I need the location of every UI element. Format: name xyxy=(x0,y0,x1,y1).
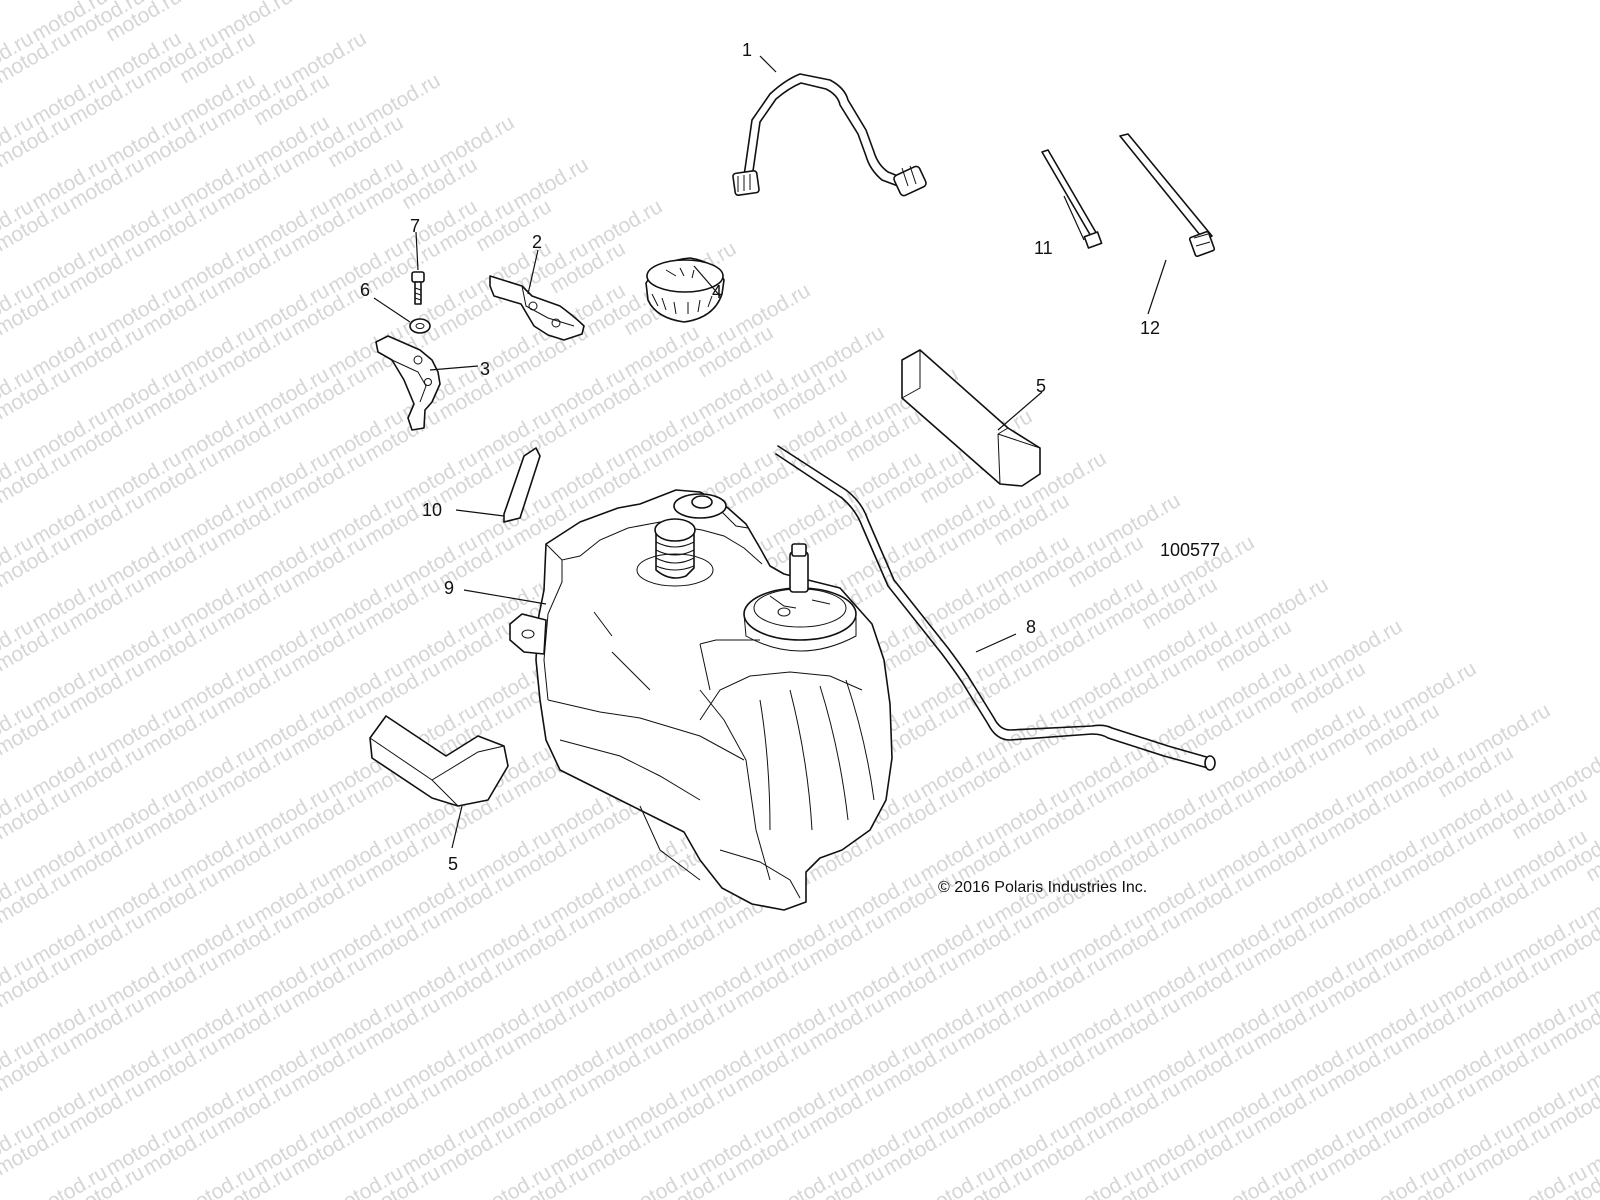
bracket-icon xyxy=(375,335,441,431)
copyright-text: © 2016 Polaris Industries Inc. xyxy=(938,879,1147,896)
fuel-line-icon xyxy=(775,445,1216,771)
fuel-cap-icon xyxy=(645,257,725,323)
foam-pad-icon xyxy=(503,447,541,523)
watermark-text: motod.ru xyxy=(361,69,444,130)
watermark-text: motod.ru xyxy=(1471,699,1554,760)
watermark-text: motod.ru xyxy=(805,321,888,382)
callout-9: 9 xyxy=(444,578,454,598)
watermark-text: motod.ru xyxy=(1397,657,1480,718)
washer-icon xyxy=(409,318,431,334)
fuel-tank-icon xyxy=(509,489,893,911)
callout-2: 2 xyxy=(532,232,542,252)
callout-3: 3 xyxy=(480,359,490,379)
callout-5-lower: 5 xyxy=(448,854,458,874)
watermark-text: motod.ru xyxy=(731,279,814,340)
callout-10: 10 xyxy=(422,500,442,520)
foam-pad-icon xyxy=(369,715,509,807)
callout-12: 12 xyxy=(1140,318,1160,338)
foam-pad-icon xyxy=(901,349,1041,487)
bracket-icon xyxy=(489,275,585,341)
callout-4: 4 xyxy=(712,282,722,302)
watermark-text: motod.ru xyxy=(1323,615,1406,676)
callouts: 1 2 3 4 5 5 6 7 8 9 10 11 12 xyxy=(360,40,1160,874)
callout-7: 7 xyxy=(410,216,420,236)
callout-5-upper: 5 xyxy=(1036,376,1046,396)
callout-8: 8 xyxy=(1026,617,1036,637)
drawing-number: 100577 xyxy=(1160,540,1220,560)
watermark-text: motod.ru xyxy=(509,153,592,214)
leader-lines xyxy=(373,55,1167,849)
cable-tie-icon xyxy=(1041,149,1103,249)
watermark-text: motod.ru xyxy=(1249,573,1332,634)
vent-hose-icon xyxy=(732,73,927,197)
callout-6: 6 xyxy=(360,280,370,300)
callout-11: 11 xyxy=(1034,238,1053,258)
watermark-text: motod.ru xyxy=(287,27,370,88)
callout-1: 1 xyxy=(742,40,752,60)
bolt-icon xyxy=(411,271,425,305)
watermark-text: motod.ru xyxy=(435,111,518,172)
watermark-text: motod.ru xyxy=(583,195,666,256)
cable-tie-icon xyxy=(1119,133,1216,258)
